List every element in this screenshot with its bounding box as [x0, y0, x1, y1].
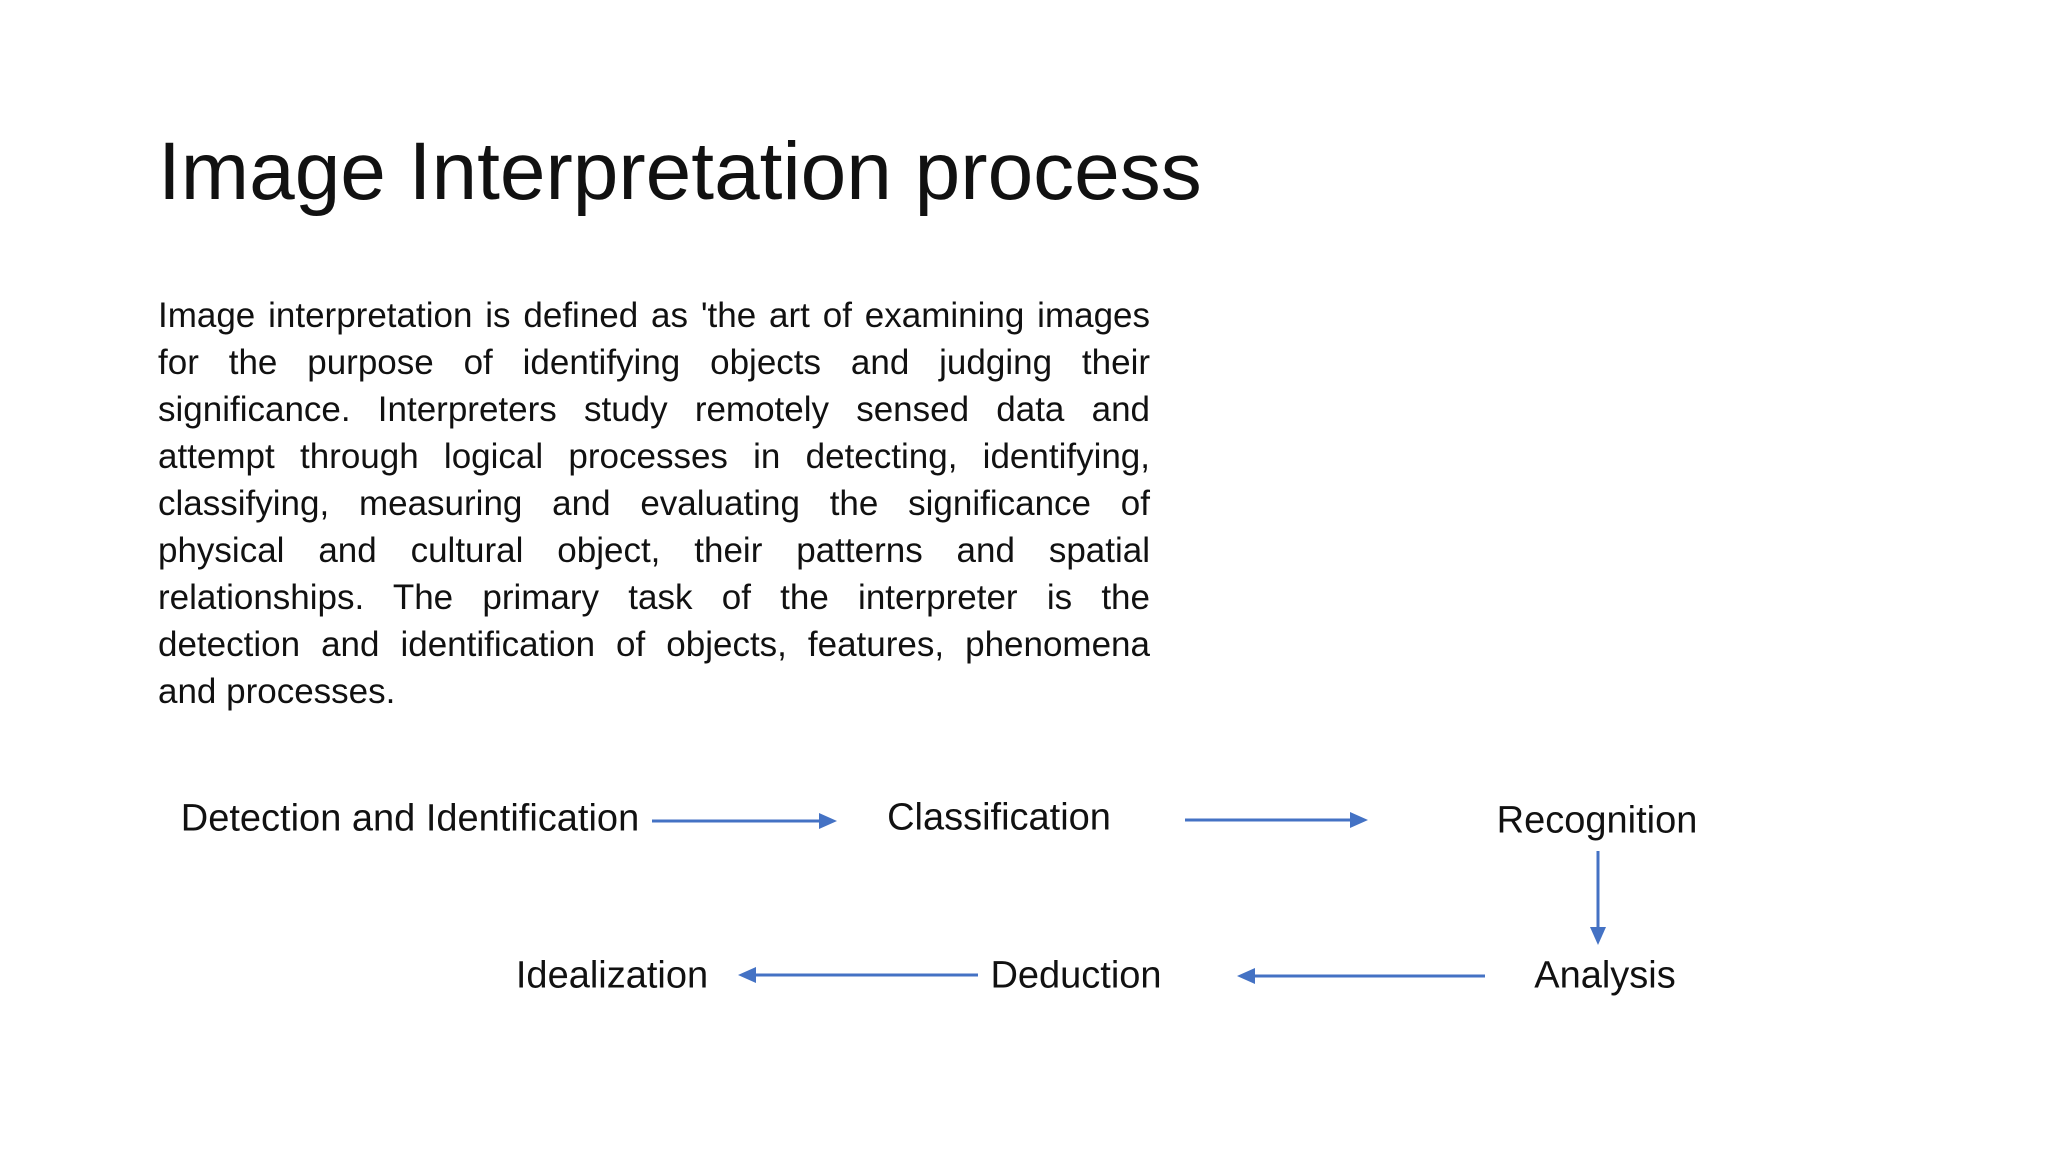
body-text-line: and processes.: [158, 672, 396, 711]
body-text-line: detection and identification of objects,…: [158, 625, 1150, 664]
arrow-left-icon: [1237, 968, 1485, 984]
arrow-right-icon: [1185, 812, 1368, 828]
flow-node-classification: Classification: [887, 796, 1111, 839]
slide-title: Image Interpretation process: [158, 126, 1202, 217]
body-text-line: attempt through logical processes in det…: [158, 437, 1150, 476]
flow-node-deduction: Deduction: [990, 954, 1162, 997]
flow-node-detection-identification: Detection and Identification: [180, 797, 640, 840]
body-text-line: relationships. The primary task of the i…: [158, 578, 1150, 617]
arrow-down-icon: [1590, 851, 1606, 945]
body-text-line: Image interpretation is defined as 'the …: [158, 296, 1150, 335]
body-text-line: physical and cultural object, their patt…: [158, 531, 1150, 570]
body-text-line: significance. Interpreters study remotel…: [158, 390, 1150, 429]
body-text-line: for the purpose of identifying objects a…: [158, 343, 1150, 382]
flow-node-recognition: Recognition: [1496, 799, 1698, 842]
arrow-right-icon: [652, 813, 837, 829]
body-text: Image interpretation is defined as 'the …: [158, 292, 1150, 715]
arrow-left-icon: [738, 967, 978, 983]
body-text-line: classifying, measuring and evaluating th…: [158, 484, 1150, 523]
flow-node-analysis: Analysis: [1534, 954, 1676, 997]
flow-node-idealization: Idealization: [515, 954, 709, 997]
